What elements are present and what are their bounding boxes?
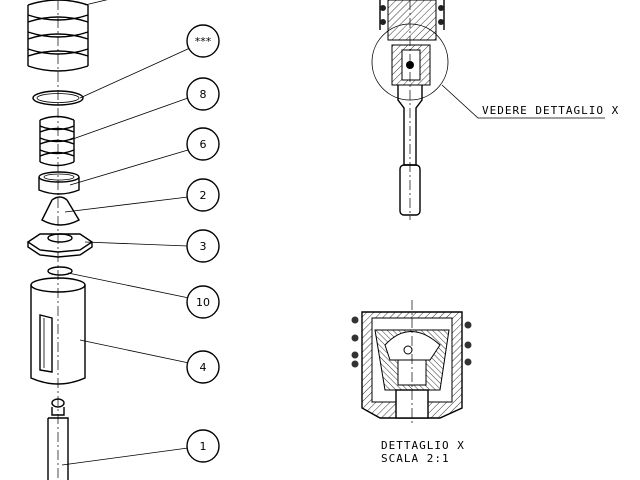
leader-lines (61, 0, 191, 466)
svg-text:***: *** (195, 35, 212, 48)
balloon-spring-large: *** (186, 24, 220, 58)
detail-circle (371, 23, 449, 101)
svg-text:2: 2 (200, 189, 207, 202)
balloon-shaft: 1 (186, 429, 220, 463)
balloon-plate: 3 (186, 229, 220, 263)
plate-part (26, 233, 94, 258)
detail-x-view: DETTAGLIO X SCALA 2:1 (351, 300, 472, 465)
balloon-spring-small: 8 (186, 77, 220, 111)
svg-text:8: 8 (200, 88, 207, 101)
ring-part (47, 266, 73, 276)
detail-title: DETTAGLIO X (381, 439, 465, 452)
balloon-cup: 6 (186, 127, 220, 161)
detail-callout: VEDERE DETTAGLIO X (482, 104, 619, 117)
svg-text:1: 1 (200, 440, 207, 453)
svg-text:4: 4 (200, 361, 207, 374)
balloon-cone: 2 (186, 178, 220, 212)
assembly-section-view: VEDERE DETTAGLIO X (371, 0, 619, 220)
balloon-body: 4 (186, 350, 220, 384)
svg-text:10: 10 (196, 296, 210, 309)
cone-part (41, 196, 80, 226)
svg-text:3: 3 (200, 240, 207, 253)
cup-part (38, 171, 80, 195)
detail-scale: SCALA 2:1 (381, 452, 450, 465)
small-spring-part (39, 115, 75, 167)
balloon-ring: 10 (186, 285, 220, 319)
svg-text:6: 6 (200, 138, 207, 151)
